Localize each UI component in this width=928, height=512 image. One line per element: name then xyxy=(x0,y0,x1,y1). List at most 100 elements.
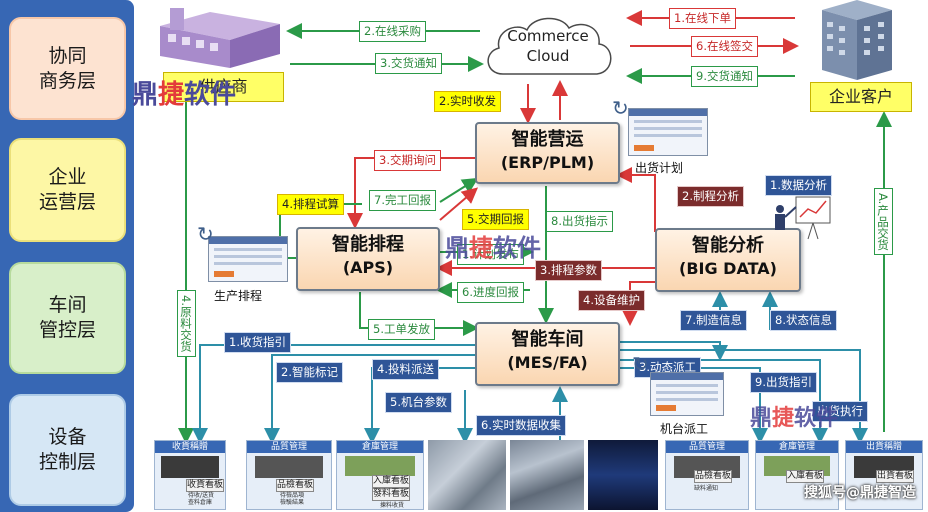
label-online-purchase: 2.在线采购 xyxy=(359,21,426,42)
label-material-trade-vertical: 4.原料交货 xyxy=(177,290,196,357)
label-schedule-params: 3.排程参数 xyxy=(535,260,602,281)
label-status-info: 8.状态信息 xyxy=(770,310,837,331)
label-delivery-inquiry: 3.交期询问 xyxy=(374,150,441,171)
arrow-smart-marking xyxy=(264,354,475,444)
label-complete-report: 7.完工回报 xyxy=(369,190,436,211)
tag-shipping: 出貨看板 xyxy=(876,470,914,483)
label-mfg-analysis: 2.制程分析 xyxy=(677,186,744,207)
label-machine-params: 5.机台参数 xyxy=(385,392,452,413)
ship-plan-caption: 出货计划 xyxy=(635,161,684,175)
erp-title: 智能营运 xyxy=(511,129,584,150)
mini-text: 缺料通知 xyxy=(694,485,719,492)
mes-box: 智能车间 (MES/FA) xyxy=(475,322,620,386)
tag-quality-check-right: 品檢看板 xyxy=(694,470,732,483)
label-smart-marking: 2.智能标记 xyxy=(276,362,343,383)
aps-subtitle: (APS) xyxy=(342,258,394,278)
erp-subtitle: (ERP/PLM) xyxy=(500,153,595,173)
kanban-panel-title: 倉庫管理 xyxy=(756,441,838,453)
layer-workshop-control: 车间 管控层 xyxy=(9,262,126,374)
kanban-panel-title: 出貨稱贈 xyxy=(846,441,922,453)
refresh-icon: ↻ xyxy=(632,352,649,376)
watermark-right: 鼎捷软件 xyxy=(750,406,839,431)
bigdata-box: 智能分析 (BIG DATA) xyxy=(655,228,801,292)
aps-box: 智能排程 (APS) xyxy=(296,227,440,291)
production-schedule-caption: 生产排程 xyxy=(214,289,263,303)
label-material-dispatch: 4.投料派送 xyxy=(372,359,439,380)
mes-title: 智能车间 xyxy=(511,329,584,350)
supplier-box: 供应商 xyxy=(163,72,284,102)
tag-material-issue: 發料看板 xyxy=(372,488,410,501)
analyst-figure-icon xyxy=(775,196,831,240)
factory-photo-1 xyxy=(428,440,506,510)
erp-plm-box: 智能营运 (ERP/PLM) xyxy=(475,122,620,184)
commerce-cloud-icon xyxy=(487,17,612,75)
watermark-center: 鼎捷软件 xyxy=(445,234,541,262)
label-trade-notice-left: 3.交货通知 xyxy=(375,53,442,74)
label-ship-guide: 9.出货指引 xyxy=(750,372,817,393)
label-trade-notice-right: 9.交货通知 xyxy=(691,66,758,87)
kanban-panel-receiving: 收貨稱贈 xyxy=(154,440,226,510)
production-schedule-screenshot xyxy=(208,236,288,282)
mini-text: 待收/送貨 xyxy=(188,492,215,499)
label-order-dispatch: 5.工单发放 xyxy=(368,319,435,340)
tag-quality-check: 品檢看板 xyxy=(276,479,314,492)
machine-dispatch-caption: 机台派工 xyxy=(660,422,709,436)
arrow-receipt-guide xyxy=(192,344,475,444)
kanban-panel-title: 品質管理 xyxy=(666,441,748,453)
refresh-icon: ↻ xyxy=(612,96,629,120)
mini-text: 待檢品項 xyxy=(280,492,305,499)
layer-equipment-control: 设备 控制层 xyxy=(9,394,126,506)
mes-subtitle: (MES/FA) xyxy=(507,353,588,373)
arrow-dynamic-dispatch xyxy=(620,341,728,361)
mini-text: 檢驗結果 xyxy=(280,499,305,506)
label-realtime-collection: 6.实时数据收集 xyxy=(476,415,566,436)
arrow-delivery-reply xyxy=(439,187,479,221)
label-delivery-reply: 5.交期回报 xyxy=(462,209,529,230)
tag-warehouse-in-right: 入庫看板 xyxy=(786,470,824,483)
tag-warehouse-in: 入庫看板 xyxy=(372,475,410,488)
label-online-sign: 6.在线签交 xyxy=(691,36,758,57)
aps-title: 智能排程 xyxy=(332,234,404,255)
kanban-screen xyxy=(345,456,415,476)
watermark-left: 鼎捷软件 xyxy=(132,80,237,110)
tag-receiving: 收貨看板 xyxy=(186,479,224,492)
mini-text: 查料倉庫 xyxy=(188,499,213,506)
mini-text: 揀料收貨 xyxy=(380,502,405,509)
arrow-complete-report xyxy=(439,177,479,203)
label-online-order: 1.在线下单 xyxy=(669,8,736,29)
label-product-trade-vertical: A.产品交货 xyxy=(874,188,893,256)
supplier-building-icon xyxy=(160,8,280,68)
label-progress-report: 6.进度回报 xyxy=(457,282,524,303)
machine-dispatch-screenshot xyxy=(650,372,724,416)
refresh-icon: ↻ xyxy=(197,222,214,246)
factory-photo-3 xyxy=(588,440,658,510)
bigdata-title: 智能分析 xyxy=(692,235,764,256)
commerce-cloud-label: Commerce Cloud xyxy=(507,27,589,65)
factory-photo-2 xyxy=(510,440,584,510)
label-realtime-receipt: 2.实时收发 xyxy=(434,91,501,112)
label-ship-instruction: 8.出货指示 xyxy=(546,211,613,232)
arrow-order-dispatch xyxy=(359,292,479,336)
kanban-panel-title: 倉庫管理 xyxy=(337,441,423,453)
label-equipment-maintenance: 4.设备维护 xyxy=(578,290,645,311)
kanban-panel-quality-left: 品質管理 xyxy=(246,440,332,510)
label-schedule-trial: 4.排程试算 xyxy=(277,194,344,215)
customer-box: 企业客户 xyxy=(810,82,912,112)
ship-plan-screenshot xyxy=(628,108,708,156)
label-mfg-info: 7.制造信息 xyxy=(680,310,747,331)
bigdata-subtitle: (BIG DATA) xyxy=(679,259,777,279)
kanban-panel-title: 收貨稱贈 xyxy=(155,441,225,453)
customer-building-icon xyxy=(822,0,892,80)
label-receipt-guide: 1.收货指引 xyxy=(224,332,291,353)
kanban-screen xyxy=(161,456,219,478)
label-plan-issue: 1.计划发布 xyxy=(457,244,524,265)
arrow-mfg-analysis xyxy=(616,167,656,232)
layer-rail: 协同 商务层 企业 运营层 车间 管控层 设备 控制层 xyxy=(0,0,134,512)
layer-collab-commerce: 协同 商务层 xyxy=(9,17,126,120)
source-credit: 搜狐号@鼎捷智造 xyxy=(804,485,916,501)
label-data-analysis: 1.数据分析 xyxy=(765,175,832,196)
kanban-screen xyxy=(255,456,323,478)
label-ship-execute: 出货执行 xyxy=(812,401,868,422)
kanban-panel-title: 品質管理 xyxy=(247,441,331,453)
